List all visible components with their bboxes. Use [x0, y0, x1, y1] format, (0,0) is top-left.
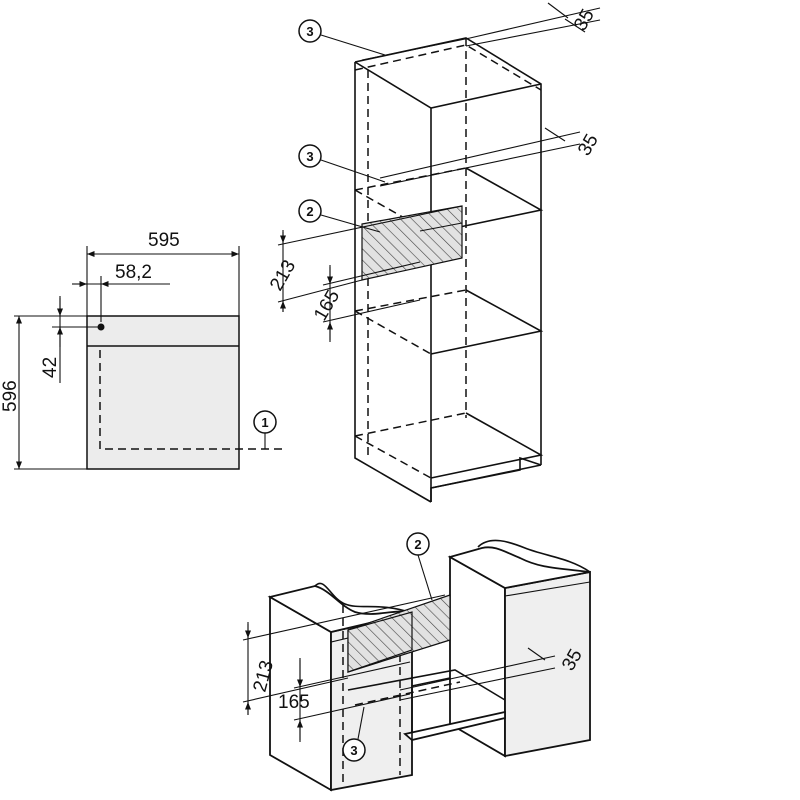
control-height-label: 42 — [40, 357, 61, 378]
oven-front-view: 595 58,2 596 42 1 — [0, 230, 285, 470]
base-callout-3-marker — [342, 738, 366, 762]
tall-unit-cutout-area — [361, 205, 463, 281]
base-callout-2-label: 2 — [414, 537, 421, 552]
mid-vent-label: 35 — [574, 131, 603, 160]
width-dimension-label: 595 — [148, 230, 180, 251]
base-shelf-gap-label: 165 — [278, 692, 310, 713]
oven-front-panel — [86, 315, 240, 470]
tall-cutout-height-label: 213 — [266, 257, 300, 295]
control-offset-label: 58,2 — [115, 262, 152, 283]
tall-callout-3-mid-label: 3 — [306, 149, 313, 164]
top-vent-dimension-line — [469, 7, 601, 39]
oven-door-outline — [99, 350, 285, 450]
right-worktop — [447, 546, 591, 589]
base-unit-assembly: 213 165 35 2 3 — [242, 532, 591, 792]
callout-1-label: 1 — [261, 415, 268, 430]
height-dimension-label: 596 — [0, 380, 21, 412]
base-callout-3-label: 3 — [350, 743, 357, 758]
tall-housing-unit: 35 35 213 165 3 3 2 — [266, 2, 603, 503]
top-vent-label: 35 — [570, 6, 599, 35]
tall-callout-3-mid-marker — [298, 144, 322, 168]
tall-callout-3-top-marker — [298, 19, 322, 43]
tall-callout-3-top-label: 3 — [306, 24, 313, 39]
tall-callout-2-label: 2 — [306, 204, 313, 219]
tall-callout-2-marker — [298, 199, 322, 223]
